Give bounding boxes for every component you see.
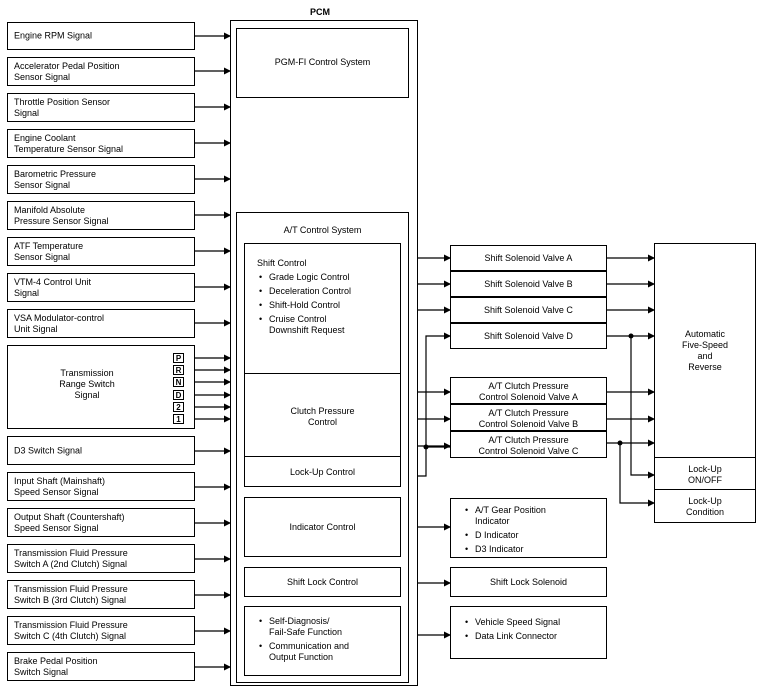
input-vtm4: VTM-4 Control Unit Signal <box>7 273 195 302</box>
divider <box>655 457 755 458</box>
clutch-solenoid-a: A/T Clutch Pressure Control Solenoid Val… <box>450 377 607 404</box>
input-label: Input Shaft (Mainshaft) Speed Sensor Sig… <box>14 475 106 497</box>
lockup-onoff-label: Lock-Up ON/OFF <box>688 464 722 485</box>
shift-lock-control-box: Shift Lock Control <box>244 567 401 597</box>
output-label: A/T Clutch Pressure Control Solenoid Val… <box>478 408 579 429</box>
indicator-control-label: Indicator Control <box>289 522 356 532</box>
shift-clutch-lockup-box: Shift Control Grade Logic Control Decele… <box>244 243 401 461</box>
self-diagnosis-item: Communication and Output Function <box>257 641 349 663</box>
communication-list: Vehicle Speed Signal Data Link Connector <box>463 617 560 645</box>
input-label: VTM-4 Control Unit Signal <box>14 276 92 298</box>
shift-control-item: Cruise Control Downshift Request <box>257 314 351 336</box>
input-label: Throttle Position Sensor Signal <box>14 96 111 118</box>
input-fluid-pressure-b: Transmission Fluid Pressure Switch B (3r… <box>7 580 195 609</box>
input-label: Transmission Range Switch Signal <box>59 368 115 400</box>
indicator-item: D3 Indicator <box>463 544 546 555</box>
shift-solenoid-a: Shift Solenoid Valve A <box>450 245 607 271</box>
divider <box>655 489 755 490</box>
lockup-condition-label: Lock-Up Condition <box>685 496 725 517</box>
input-fluid-pressure-c: Transmission Fluid Pressure Switch C (4t… <box>7 616 195 645</box>
input-label: Brake Pedal Position Switch Signal <box>14 655 98 677</box>
clutch-solenoid-b: A/T Clutch Pressure Control Solenoid Val… <box>450 404 607 431</box>
clutch-solenoid-c: A/T Clutch Pressure Control Solenoid Val… <box>450 431 607 458</box>
output-label: A/T Clutch Pressure Control Solenoid Val… <box>479 381 578 402</box>
input-vsa-modulator: VSA Modulator-control Unit Signal <box>7 309 195 338</box>
input-brake-pedal: Brake Pedal Position Switch Signal <box>7 652 195 681</box>
clutch-pressure-label: Clutch Pressure Control <box>290 406 355 427</box>
pcm-label: PCM <box>310 7 330 17</box>
output-label: Shift Solenoid Valve C <box>484 305 573 315</box>
junction-dots <box>423 333 634 450</box>
input-d3-switch: D3 Switch Signal <box>7 436 195 465</box>
input-label: Transmission Fluid Pressure Switch A (2n… <box>14 547 128 569</box>
input-engine-coolant: Engine Coolant Temperature Sensor Signal <box>7 129 195 158</box>
shift-control-item: Deceleration Control <box>257 286 351 297</box>
divider <box>245 373 400 374</box>
indicators-box: A/T Gear Position Indicator D Indicator … <box>450 498 607 558</box>
communication-item: Vehicle Speed Signal <box>463 617 560 628</box>
lockup-control-label: Lock-Up Control <box>289 467 356 477</box>
indicator-control-box: Indicator Control <box>244 497 401 557</box>
indicators-list: A/T Gear Position Indicator D Indicator … <box>463 505 546 558</box>
pgm-fi-label: PGM-FI Control System <box>274 57 371 67</box>
range-position: R <box>173 365 184 375</box>
shift-lock-control-label: Shift Lock Control <box>286 577 359 587</box>
shift-control-label: Shift Control <box>257 258 307 268</box>
shift-solenoid-d: Shift Solenoid Valve D <box>450 323 607 349</box>
at-control-label: A/T Control System <box>283 225 362 235</box>
output-label: Shift Solenoid Valve B <box>484 279 573 289</box>
input-label: Output Shaft (Countershaft) Speed Sensor… <box>14 511 125 533</box>
shift-solenoid-c: Shift Solenoid Valve C <box>450 297 607 323</box>
input-label: Transmission Fluid Pressure Switch B (3r… <box>14 583 128 605</box>
shift-control-item: Shift-Hold Control <box>257 300 351 311</box>
input-fluid-pressure-a: Transmission Fluid Pressure Switch A (2n… <box>7 544 195 573</box>
range-position: 2 <box>173 402 184 412</box>
input-throttle-position: Throttle Position Sensor Signal <box>7 93 195 122</box>
indicator-item: A/T Gear Position Indicator <box>463 505 546 527</box>
range-position: 1 <box>173 414 184 424</box>
input-label: D3 Switch Signal <box>14 445 83 455</box>
input-atf-temperature: ATF Temperature Sensor Signal <box>7 237 195 266</box>
input-label: VSA Modulator-control Unit Signal <box>14 312 105 334</box>
shift-control-item: Grade Logic Control <box>257 272 351 283</box>
input-label: Barometric Pressure Sensor Signal <box>14 168 97 190</box>
shift-solenoid-b: Shift Solenoid Valve B <box>450 271 607 297</box>
input-engine-rpm: Engine RPM Signal <box>7 22 195 50</box>
range-position: P <box>173 353 184 363</box>
input-map-sensor: Manifold Absolute Pressure Sensor Signal <box>7 201 195 230</box>
input-output-shaft: Output Shaft (Countershaft) Speed Sensor… <box>7 508 195 537</box>
output-label: Shift Solenoid Valve A <box>484 253 573 263</box>
self-diagnosis-list: Self-Diagnosis/ Fail-Safe Function Commu… <box>257 616 349 666</box>
shift-control-list: Grade Logic Control Deceleration Control… <box>257 272 351 339</box>
input-accelerator-pedal: Accelerator Pedal Position Sensor Signal <box>7 57 195 86</box>
input-input-shaft: Input Shaft (Mainshaft) Speed Sensor Sig… <box>7 472 195 501</box>
input-label: Accelerator Pedal Position Sensor Signal <box>14 60 120 82</box>
indicator-item: D Indicator <box>463 530 546 541</box>
range-position: D <box>173 390 184 400</box>
transmission-label: Automatic Five-Speed and Reverse <box>681 329 729 372</box>
output-label: A/T Clutch Pressure Control Solenoid Val… <box>478 435 579 456</box>
transmission-box: Automatic Five-Speed and Reverse Lock-Up… <box>654 243 756 523</box>
pgm-fi-box: PGM-FI Control System <box>236 28 409 98</box>
input-barometric: Barometric Pressure Sensor Signal <box>7 165 195 194</box>
input-label: Engine RPM Signal <box>14 30 93 41</box>
input-label: ATF Temperature Sensor Signal <box>14 240 84 262</box>
communication-box: Vehicle Speed Signal Data Link Connector <box>450 606 607 659</box>
communication-item: Data Link Connector <box>463 631 560 642</box>
output-label: Shift Solenoid Valve D <box>484 331 573 341</box>
input-transmission-range-switch: Transmission Range Switch Signal P R N D… <box>7 345 195 429</box>
shift-lock-solenoid-box: Shift Lock Solenoid <box>450 567 607 597</box>
self-diagnosis-box: Self-Diagnosis/ Fail-Safe Function Commu… <box>244 606 401 676</box>
input-label: Transmission Fluid Pressure Switch C (4t… <box>14 619 128 641</box>
lockup-control-box: Lock-Up Control <box>244 456 401 487</box>
input-label: Engine Coolant Temperature Sensor Signal <box>14 132 124 154</box>
input-label: Manifold Absolute Pressure Sensor Signal <box>14 204 109 226</box>
output-label: Shift Lock Solenoid <box>489 577 568 587</box>
range-position: N <box>173 377 184 387</box>
self-diagnosis-item: Self-Diagnosis/ Fail-Safe Function <box>257 616 349 638</box>
